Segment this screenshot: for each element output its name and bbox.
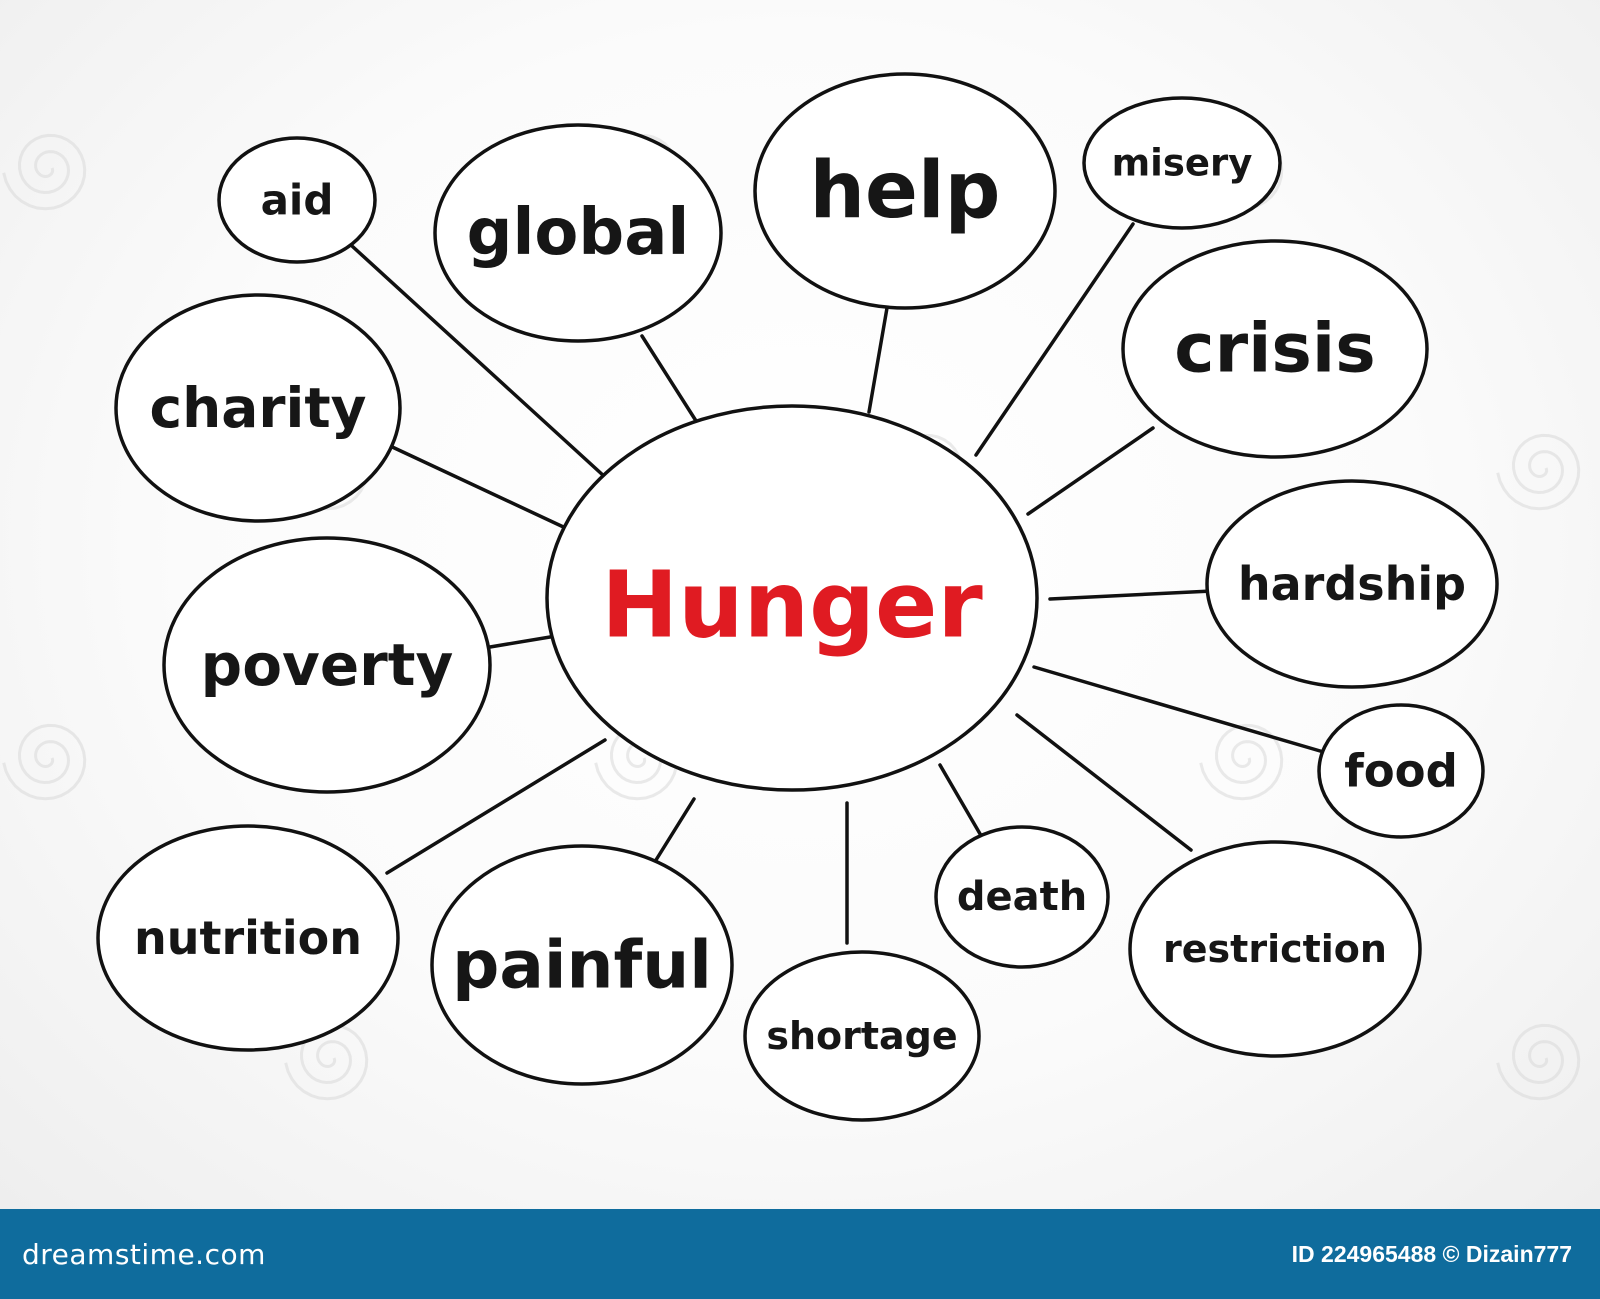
footer-credit: ID 224965488 © Dizain777 (1291, 1240, 1572, 1267)
node-shortage: shortage (743, 950, 981, 1122)
node-layer: aid global help misery crisis charity hardship… (96, 72, 1499, 1122)
watermark-spiral-icon (594, 723, 679, 801)
watermark-spiral-icon (1199, 723, 1284, 801)
node-food: food (1317, 703, 1485, 839)
connector-charity (386, 443, 574, 533)
connector-restriction (1015, 713, 1193, 852)
watermark-spiral-icon (1496, 433, 1581, 511)
node-painful-label: painful (452, 927, 712, 1004)
node-help-label: help (809, 146, 1000, 236)
node-poverty-label: poverty (201, 631, 454, 699)
center-node: Hunger (545, 404, 1039, 792)
mind-map-canvas: aid global help misery crisis charity hardship… (0, 0, 1600, 1209)
node-crisis-shape (1121, 239, 1429, 459)
node-hardship-label: hardship (1238, 557, 1466, 611)
node-help-shape (753, 72, 1057, 310)
watermark-spiral-icon (2, 133, 87, 211)
node-restriction: restriction (1128, 840, 1422, 1058)
node-painful: painful (430, 844, 734, 1086)
node-aid-shape (217, 136, 377, 264)
node-death-shape (934, 825, 1110, 969)
connector-crisis (1026, 426, 1155, 516)
node-charity: charity (114, 293, 402, 523)
mind-map-diagram: aid global help misery crisis charity hardship… (2, 72, 1581, 1122)
node-food-shape (1317, 703, 1485, 839)
connector-hardship (1048, 589, 1214, 601)
node-crisis: crisis (1121, 239, 1429, 459)
node-painful-shape (430, 844, 734, 1086)
node-charity-label: charity (150, 376, 367, 440)
node-charity-shape (114, 293, 402, 523)
node-global-label: global (467, 196, 690, 270)
node-poverty-shape (162, 536, 492, 794)
watermark-spiral-icon (284, 1023, 369, 1101)
node-hardship-shape (1205, 479, 1499, 689)
node-death-label: death (957, 874, 1087, 920)
node-help: help (753, 72, 1057, 310)
connector-poverty (488, 634, 558, 649)
node-shortage-label: shortage (766, 1014, 957, 1058)
center-node-shape (545, 404, 1039, 792)
connector-help (867, 306, 889, 414)
node-restriction-label: restriction (1163, 927, 1387, 971)
node-aid-label: aid (261, 176, 334, 225)
node-hardship: hardship (1205, 479, 1499, 689)
node-global-shape (433, 123, 723, 343)
connector-painful (654, 797, 696, 862)
node-aid: aid (217, 136, 377, 264)
footer-bar: dreamstime.com ID 224965488 © Dizain777 (0, 1209, 1600, 1299)
connector-nutrition (385, 738, 607, 875)
connector-layer (350, 222, 1329, 945)
node-restriction-shape (1128, 840, 1422, 1058)
node-nutrition: nutrition (96, 824, 400, 1052)
watermark-spiral-icon (1496, 1023, 1581, 1101)
watermark-spiral-icon (2, 723, 87, 801)
node-shortage-shape (743, 950, 981, 1122)
node-misery-label: misery (1112, 142, 1253, 185)
node-nutrition-label: nutrition (134, 911, 362, 965)
node-crisis-label: crisis (1174, 310, 1375, 389)
connector-death (938, 763, 985, 841)
node-poverty: poverty (162, 536, 492, 794)
node-food-label: food (1344, 745, 1458, 798)
node-misery-shape (1082, 96, 1282, 230)
node-misery: misery (1082, 96, 1282, 230)
node-global: global (433, 123, 723, 343)
connector-global (640, 334, 700, 426)
node-nutrition-shape (96, 824, 400, 1052)
footer-logo[interactable]: dreamstime.com (22, 1237, 266, 1271)
center-node-label: Hunger (601, 552, 983, 659)
connector-food (1032, 665, 1329, 755)
node-death: death (934, 825, 1110, 969)
connector-misery (974, 222, 1135, 457)
connector-aid (350, 244, 607, 479)
